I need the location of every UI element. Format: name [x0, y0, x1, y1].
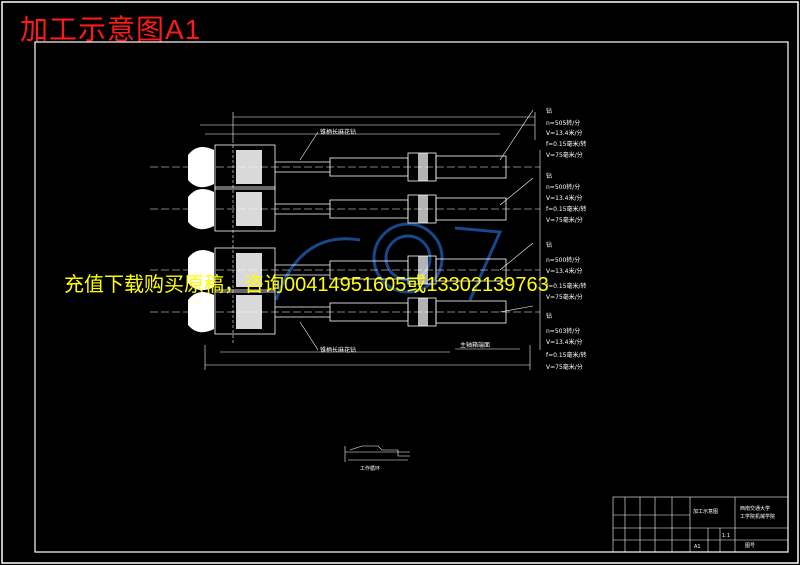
- svg-text:n=500转/分: n=500转/分: [546, 183, 580, 191]
- work-cycle-diagram: [344, 445, 410, 462]
- svg-text:V=13.4米/分: V=13.4米/分: [546, 267, 583, 275]
- title-block-school-sub: 工学院机械学院: [740, 513, 775, 520]
- svg-text:f=0.15毫米/转: f=0.15毫米/转: [546, 140, 587, 148]
- svg-text:V=13.4米/分: V=13.4米/分: [546, 194, 583, 202]
- param-block: 钻 n=505转/分 V=13.4米/分 f=0.15毫米/转 V=75毫米/分: [546, 107, 587, 159]
- spindle-row: [150, 247, 540, 293]
- svg-text:V=13.4米/分: V=13.4米/分: [546, 338, 583, 346]
- callout-drill-bottom: 锥柄长麻花钻: [320, 346, 356, 354]
- callout-spindle-box: 主轴箱端面: [460, 341, 490, 349]
- svg-text:钻: 钻: [546, 312, 552, 320]
- spindle-row: [150, 186, 540, 232]
- svg-text:f=0.15毫米/转: f=0.15毫米/转: [546, 282, 587, 290]
- param-block: 钻 n=503转/分 V=13.4米/分 f=0.15毫米/转 V=75毫米/分: [546, 312, 587, 371]
- svg-text:钻: 钻: [546, 172, 552, 180]
- title-block-drawing-name: 加工示意图: [693, 508, 718, 515]
- title-block-sheet: A1: [694, 544, 701, 550]
- param-block: 钻 n=500转/分 V=13.4米/分 f=0.15毫米/转 V=75毫米/分: [546, 241, 587, 301]
- title-block-remark: 图号: [745, 543, 755, 549]
- svg-text:n=503转/分: n=503转/分: [546, 327, 580, 335]
- svg-text:V=75毫米/分: V=75毫米/分: [546, 151, 583, 159]
- spindle-row: [150, 289, 540, 335]
- leader-lines: [299, 109, 534, 351]
- callout-drill-top: 锥柄长麻花钻: [320, 128, 356, 136]
- svg-text:f=0.15毫米/转: f=0.15毫米/转: [546, 205, 587, 213]
- title-block-scale: 1:1: [722, 533, 730, 539]
- svg-text:钻: 钻: [546, 241, 552, 249]
- logo-watermark: [274, 222, 503, 301]
- work-cycle-caption: 工作循环: [360, 465, 380, 472]
- title-block-school: 西南交通大学: [740, 505, 770, 512]
- param-block: 钻 n=500转/分 V=13.4米/分 f=0.15毫米/转 V=75毫米/分: [546, 172, 587, 224]
- svg-text:V=75毫米/分: V=75毫米/分: [546, 293, 583, 301]
- svg-text:钻: 钻: [546, 107, 552, 115]
- inner-frame: [34, 41, 789, 553]
- title-block: [612, 496, 789, 553]
- dimension-lines: [200, 112, 541, 370]
- spindle-row: [150, 144, 540, 190]
- svg-text:f=0.15毫米/转: f=0.15毫米/转: [546, 351, 587, 359]
- svg-text:n=505转/分: n=505转/分: [546, 119, 580, 127]
- watermark-text: 充值下载购买原稿，咨询00414951605或13302139763: [64, 274, 549, 296]
- svg-text:V=75毫米/分: V=75毫米/分: [546, 216, 583, 224]
- page-title: 加工示意图A1: [20, 14, 202, 45]
- svg-text:n=500转/分: n=500转/分: [546, 256, 580, 264]
- svg-text:V=13.4米/分: V=13.4米/分: [546, 129, 583, 137]
- svg-text:V=75毫米/分: V=75毫米/分: [546, 363, 583, 371]
